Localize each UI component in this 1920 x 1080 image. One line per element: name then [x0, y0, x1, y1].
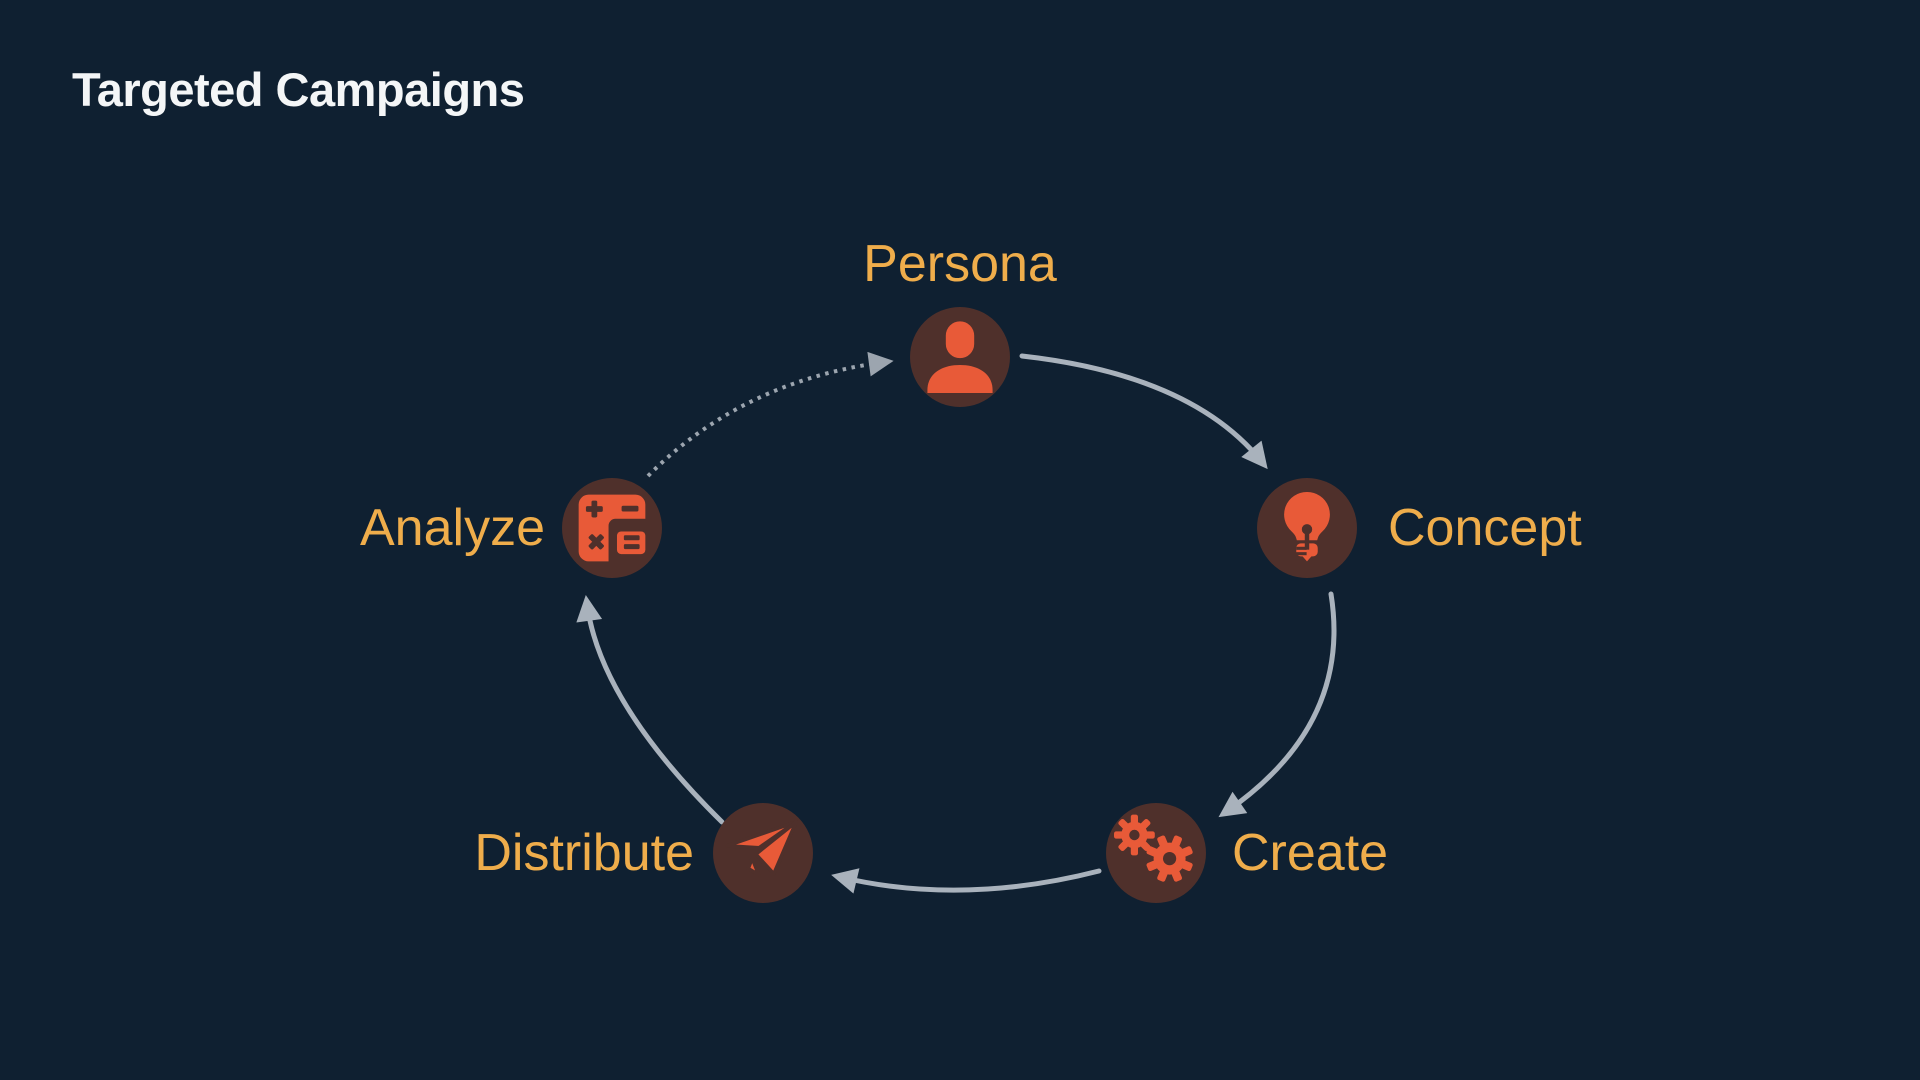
persona-label: Persona: [863, 235, 1057, 293]
gears-icon: [1114, 814, 1193, 882]
edge-persona-to-concept: [1019, 353, 1268, 470]
create-label: Create: [1232, 824, 1389, 882]
edge-distribute-to-analyze: [576, 594, 725, 825]
create-node: [1106, 803, 1206, 903]
slide-title: Targeted Campaigns: [72, 63, 525, 116]
lightbulb-icon: [1284, 491, 1330, 562]
paper-plane-icon: [725, 819, 798, 877]
edge-analyze-to-persona-dotted: [646, 351, 894, 478]
analyze-label: Analyze: [360, 499, 545, 557]
persona-node: [910, 307, 1010, 407]
edge-concept-to-create: [1218, 591, 1337, 818]
edge-create-to-distribute: [831, 868, 1102, 894]
analyze-node: [562, 478, 662, 578]
person-icon: [927, 321, 993, 394]
concept-label: Concept: [1388, 499, 1582, 557]
distribute-node: [713, 803, 813, 903]
concept-node: [1257, 478, 1357, 578]
calculator-icon: [578, 494, 646, 562]
distribute-label: Distribute: [474, 824, 694, 882]
